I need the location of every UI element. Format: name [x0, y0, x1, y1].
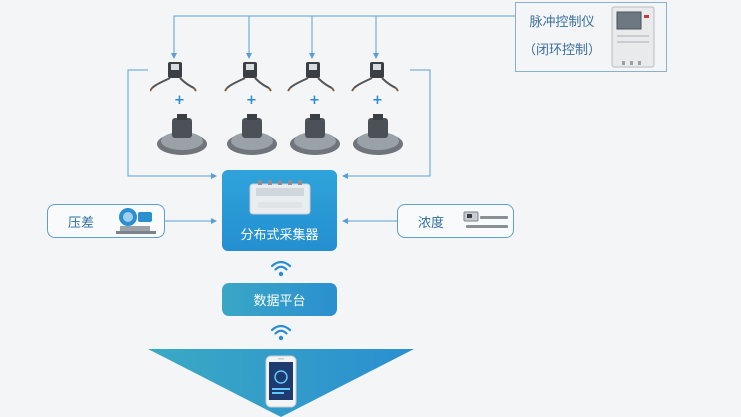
plus-sign: +: [174, 93, 185, 108]
pressure-label: 压差: [68, 215, 95, 231]
pulse-valve-icon: [353, 114, 403, 155]
solenoid-coil-icon: [351, 62, 399, 92]
pulse-valve-icon: [227, 114, 277, 155]
plus-sign: +: [246, 93, 257, 108]
wifi-icon: [270, 324, 292, 341]
collector-device-icon: [249, 180, 310, 215]
wifi-icon: [270, 260, 292, 277]
solenoid-coil-icon: [150, 62, 197, 92]
pulse-valve-icon: [157, 114, 207, 155]
data-platform: 数据平台: [222, 283, 337, 316]
platform-label: 数据平台: [253, 294, 306, 309]
pressure-sensor: 压差: [47, 204, 165, 238]
pulse-controller-labels: 脉冲控制仪 （闭环控制）: [516, 9, 608, 65]
solenoid-coil-icon: [224, 62, 272, 92]
pulse-controller-title: 脉冲控制仪: [529, 15, 595, 30]
plus-sign: +: [372, 93, 383, 108]
solenoid-coils: [150, 62, 399, 92]
plus-sign: +: [309, 93, 320, 108]
pulse-controller-subtitle: （闭环控制）: [522, 43, 601, 58]
pulse-valve-icon: [290, 114, 340, 155]
pulse-valves: [157, 114, 403, 155]
concentration-label: 浓度: [418, 215, 445, 231]
collector-label: 分布式采集器: [240, 228, 319, 243]
smartphone-icon: [265, 355, 297, 408]
distributed-collector: 分布式采集器: [222, 170, 337, 251]
pulse-controller: 脉冲控制仪 （闭环控制）: [515, 2, 667, 72]
dust-sensor-icon: [463, 211, 509, 228]
solenoid-coil-icon: [287, 62, 335, 92]
concentration-sensor: 浓度: [397, 204, 514, 238]
pressure-transmitter-icon: [116, 208, 157, 234]
controller-cabinet-icon: [611, 6, 655, 68]
